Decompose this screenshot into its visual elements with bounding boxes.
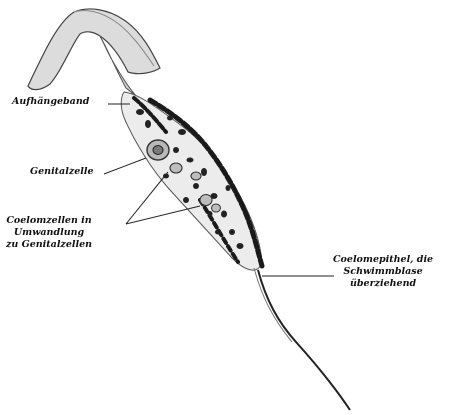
- label-coelomzellen-line2: Umwandlung: [6, 227, 92, 239]
- label-coelomzellen-line1: Coelomzellen in: [6, 215, 92, 227]
- label-coelomzellen-line3: zu Genitalzellen: [6, 239, 92, 251]
- label-coelomepithel-line1: Coelomepithel, die: [333, 254, 433, 266]
- label-genitalzelle: Genitalzelle: [30, 166, 94, 178]
- label-coelomepithel: Coelomepithel, die Schwimmblase überzieh…: [333, 254, 433, 290]
- upper-membrane: [28, 9, 160, 90]
- leader-genitalzelle: [104, 158, 146, 174]
- label-coelomzellen: Coelomzellen in Umwandlung zu Genitalzel…: [6, 215, 92, 251]
- tail: [258, 270, 350, 410]
- genital-cell: [147, 140, 169, 160]
- label-coelomepithel-line2: Schwimmblase: [333, 266, 433, 278]
- label-aufhaengeband: Aufhängeband: [12, 96, 89, 108]
- leader-coelomzellen-1: [126, 172, 168, 224]
- leader-coelomzellen-2: [126, 206, 200, 224]
- label-coelomepithel-line3: überziehend: [333, 278, 433, 290]
